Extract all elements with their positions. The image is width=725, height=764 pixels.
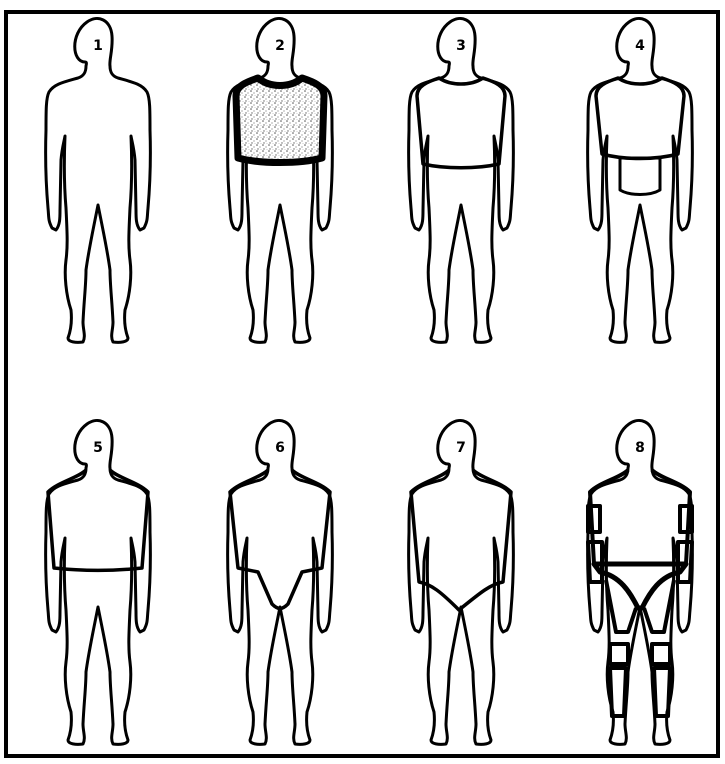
figure-6-number-label: 6 [275, 440, 285, 456]
figure-4: 4 [588, 18, 693, 342]
figure-2-body-outline [228, 18, 333, 342]
figure-4-body-outline [588, 18, 693, 342]
figure-1-body-outline [46, 18, 151, 342]
figure-3-body-outline [409, 18, 514, 342]
figure-5-body-outline [46, 420, 151, 744]
figure-2-number-label: 2 [275, 38, 285, 54]
figure-5: 5 [46, 420, 151, 744]
figure-3: 3 [409, 18, 514, 342]
figure-8: 8 [588, 420, 693, 744]
figure-1: 1 [46, 18, 151, 342]
figure-7-number-label: 7 [456, 440, 466, 456]
figure-5-number-label: 5 [93, 440, 103, 456]
figure-1-number-label: 1 [93, 38, 103, 54]
figure-4-number-label: 4 [635, 38, 645, 54]
figure-6: 6 [228, 420, 333, 744]
figure-6-body-outline [228, 420, 333, 744]
figure-3-number-label: 3 [456, 38, 466, 54]
figure-7: 7 [409, 420, 514, 744]
figure-8-number-label: 8 [635, 440, 645, 456]
figure-2: 2 [228, 18, 333, 342]
figure-2-armor-piece-1 [236, 78, 324, 163]
